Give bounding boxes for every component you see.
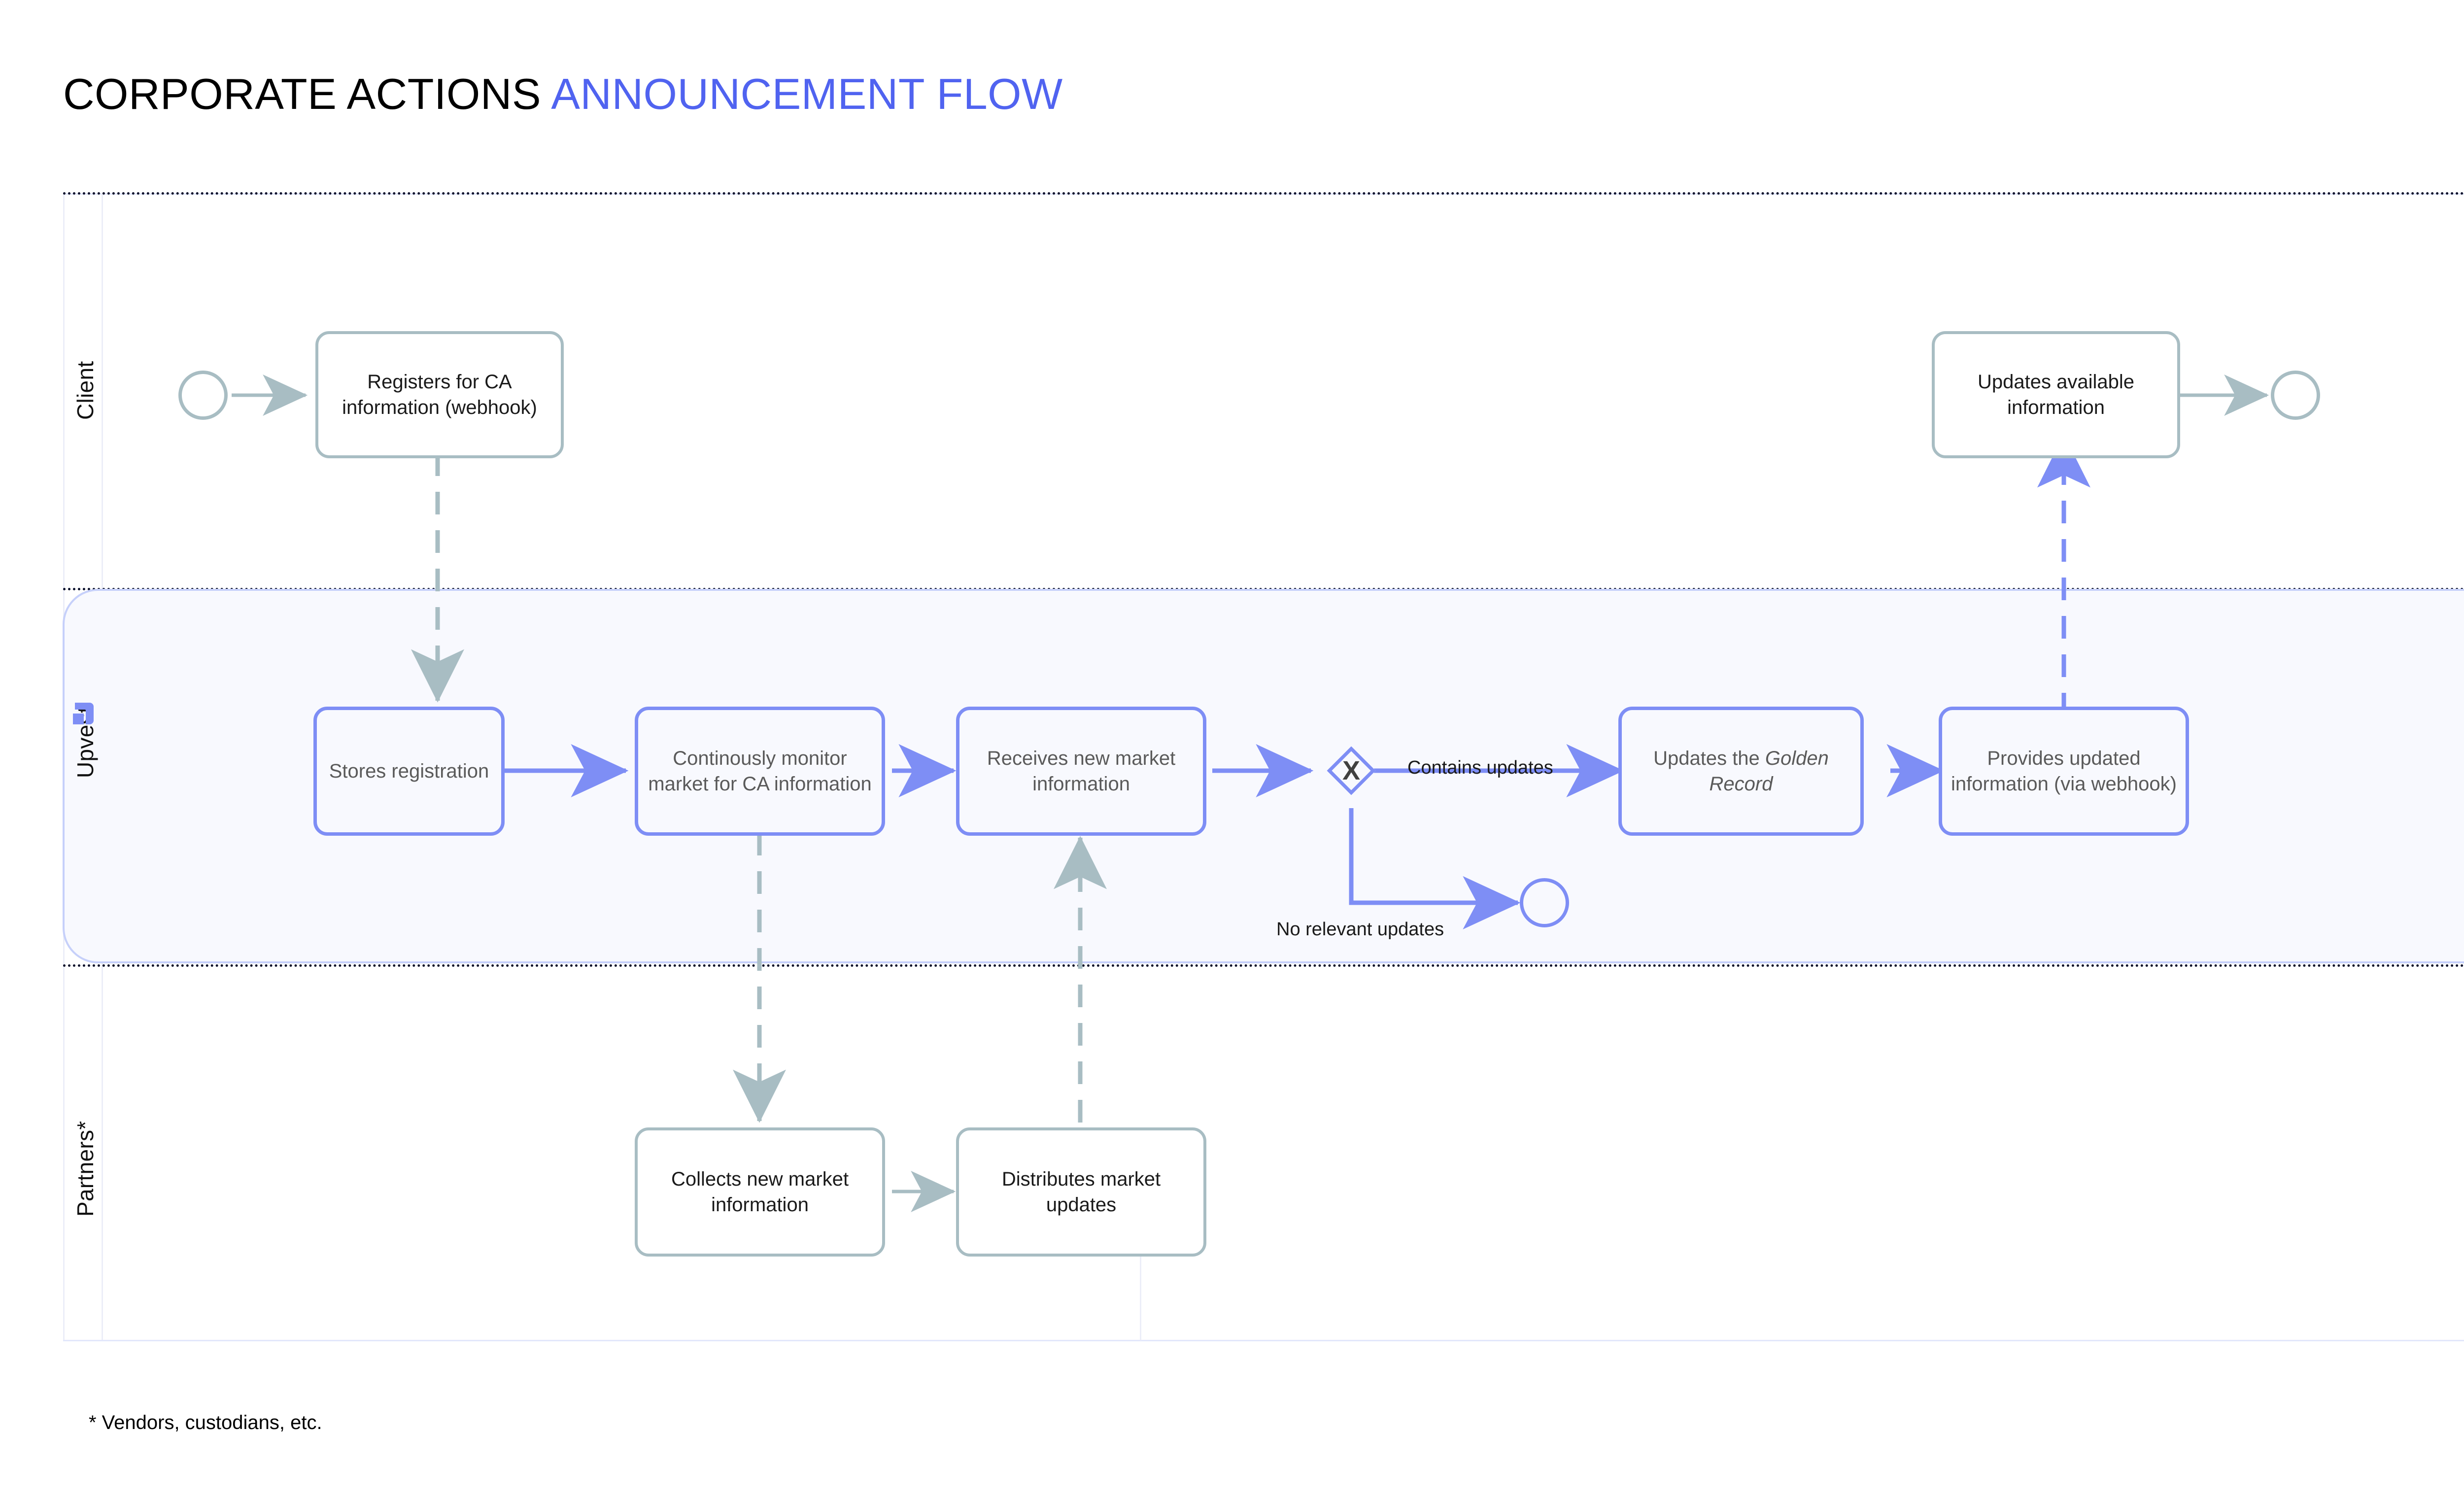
upvest-logo-icon [68,701,96,728]
task-label: Updates the Golden Record [1631,746,1851,797]
pool-bottom-border [63,1340,2464,1341]
lane-label-client: Client [72,361,98,420]
end-event-upvest-no-updates[interactable] [1520,878,1569,927]
task-registers-for-ca[interactable]: Registers for CA information (webhook) [315,331,564,458]
edge-label-contains-updates: Contains updates [1407,757,1553,778]
task-receives-new-market-information[interactable]: Receives new market information [956,707,1206,836]
task-label: Updates available information [1978,371,2134,418]
lane-separator-upvest-partners [63,964,2464,967]
task-updates-available-information[interactable]: Updates available information [1932,331,2180,458]
task-label-pre: Updates the [1653,748,1765,769]
task-updates-golden-record[interactable]: Updates the Golden Record [1618,707,1864,836]
task-provides-updated-information[interactable]: Provides updated information (via webhoo… [1939,707,2189,836]
gateway-exclusive-contains-updates[interactable]: X [1312,731,1391,810]
title-accent: ANNOUNCEMENT FLOW [551,69,1063,118]
task-stores-registration[interactable]: Stores registration [313,707,505,836]
lane-separator-top [63,192,2464,195]
end-event-client[interactable] [2271,371,2320,420]
page-title: CORPORATE ACTIONS ANNOUNCEMENT FLOW [63,69,1063,119]
footnote-partners: * Vendors, custodians, etc. [89,1412,322,1433]
task-label: Distributes market updates [1001,1168,1161,1216]
task-label-italic: Golden Record [1709,748,1829,795]
gateway-x-icon: X [1342,756,1361,785]
task-label: Stores registration [329,760,489,782]
lane-label-partners: Partners* [72,1121,98,1217]
task-label: Continously monitor market for CA inform… [648,748,872,795]
edge-label-no-relevant-updates: No relevant updates [1276,919,1444,940]
task-label: Receives new market information [987,748,1176,795]
task-distributes-market-updates[interactable]: Distributes market updates [956,1127,1206,1257]
pool-inner-tick [1140,1252,1141,1340]
task-label: Collects new market information [671,1168,849,1216]
task-label: Registers for CA information (webhook) [342,371,537,418]
title-prefix: CORPORATE ACTIONS [63,69,551,118]
start-event-client[interactable] [178,371,228,420]
task-label: Provides updated information (via webhoo… [1951,748,2177,795]
task-continously-monitor-market[interactable]: Continously monitor market for CA inform… [635,707,885,836]
task-collects-new-market-information[interactable]: Collects new market information [635,1127,885,1257]
